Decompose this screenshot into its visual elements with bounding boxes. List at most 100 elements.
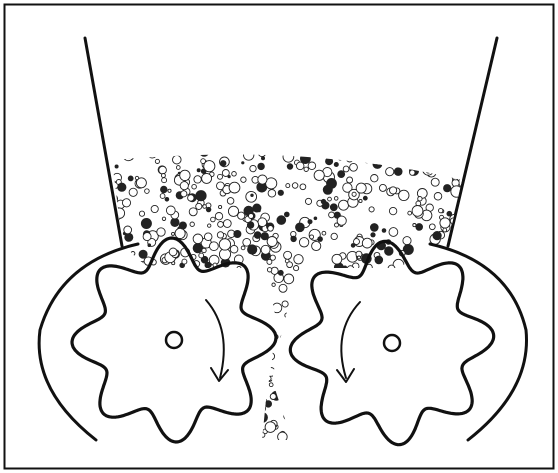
granule [257, 412, 268, 423]
granule [278, 190, 284, 196]
granule [268, 190, 276, 198]
granule [128, 364, 132, 368]
granule [401, 147, 410, 156]
granule [123, 375, 134, 386]
granule [159, 166, 167, 174]
granule [235, 278, 239, 282]
granule [286, 411, 297, 422]
granule [274, 369, 284, 379]
hopper-right-wall [448, 38, 497, 246]
granule [180, 182, 188, 190]
granule [118, 336, 129, 347]
granule [155, 159, 159, 163]
granule [190, 329, 200, 339]
granule [158, 383, 166, 391]
granule [366, 429, 377, 440]
granule [364, 428, 368, 432]
granule [313, 420, 323, 430]
granule [162, 178, 167, 183]
granule [431, 277, 441, 287]
granule [371, 175, 378, 182]
granule [149, 352, 157, 360]
granule [328, 298, 331, 301]
granule [388, 265, 395, 272]
granule [111, 269, 119, 277]
granule [381, 412, 389, 420]
granule [219, 239, 230, 250]
granule [175, 228, 185, 238]
granule [168, 189, 171, 192]
granule [354, 239, 360, 245]
granule [232, 289, 236, 293]
granule [281, 334, 287, 340]
granule [305, 198, 311, 204]
granule [290, 417, 299, 426]
granule [162, 301, 172, 311]
granule [338, 327, 342, 331]
granule [133, 433, 141, 441]
granule [241, 246, 245, 250]
granule [303, 303, 307, 307]
granule [320, 276, 324, 280]
granule [138, 384, 147, 393]
granule [445, 151, 450, 156]
granule [386, 168, 394, 176]
granule [410, 329, 419, 338]
granule [398, 418, 402, 422]
granule [412, 281, 422, 291]
granule [466, 294, 471, 299]
granule [390, 325, 396, 331]
granule [122, 347, 130, 355]
granule [346, 155, 353, 162]
granule [334, 389, 342, 397]
granule [291, 367, 299, 375]
granule [211, 217, 216, 222]
granule [448, 375, 459, 386]
granule [315, 151, 318, 154]
granule [243, 423, 247, 427]
granule [156, 392, 164, 400]
granule [391, 160, 397, 166]
granule [371, 276, 376, 281]
granule [456, 323, 462, 329]
granule [124, 436, 135, 447]
granule [344, 408, 349, 413]
granule [247, 244, 257, 254]
granule [169, 387, 176, 394]
granule [323, 286, 326, 289]
granule [148, 243, 152, 247]
granule [427, 151, 436, 160]
granule [138, 436, 146, 444]
granule [283, 343, 287, 347]
granule [235, 335, 246, 346]
granule [272, 303, 282, 313]
granule [439, 251, 444, 256]
granule [428, 411, 436, 419]
granule [234, 346, 243, 355]
granule [366, 318, 375, 327]
granule [344, 337, 350, 343]
granule [320, 428, 326, 434]
granule [117, 183, 126, 192]
granule [332, 295, 336, 299]
granule [443, 279, 452, 288]
granule [237, 318, 242, 323]
granule [449, 279, 452, 282]
granule [260, 433, 265, 438]
granule [363, 314, 372, 323]
right-gear-axle-icon [384, 335, 400, 351]
granule [162, 217, 165, 220]
granule [342, 406, 352, 416]
granule [171, 374, 177, 380]
granule [130, 433, 137, 440]
granule [302, 289, 305, 292]
granule [254, 231, 262, 239]
granule [125, 354, 129, 358]
granule [151, 427, 158, 434]
granule [444, 154, 451, 161]
granule [151, 340, 155, 344]
granule [228, 206, 238, 216]
granule [267, 376, 271, 380]
granule [310, 428, 321, 439]
granule [355, 330, 365, 340]
